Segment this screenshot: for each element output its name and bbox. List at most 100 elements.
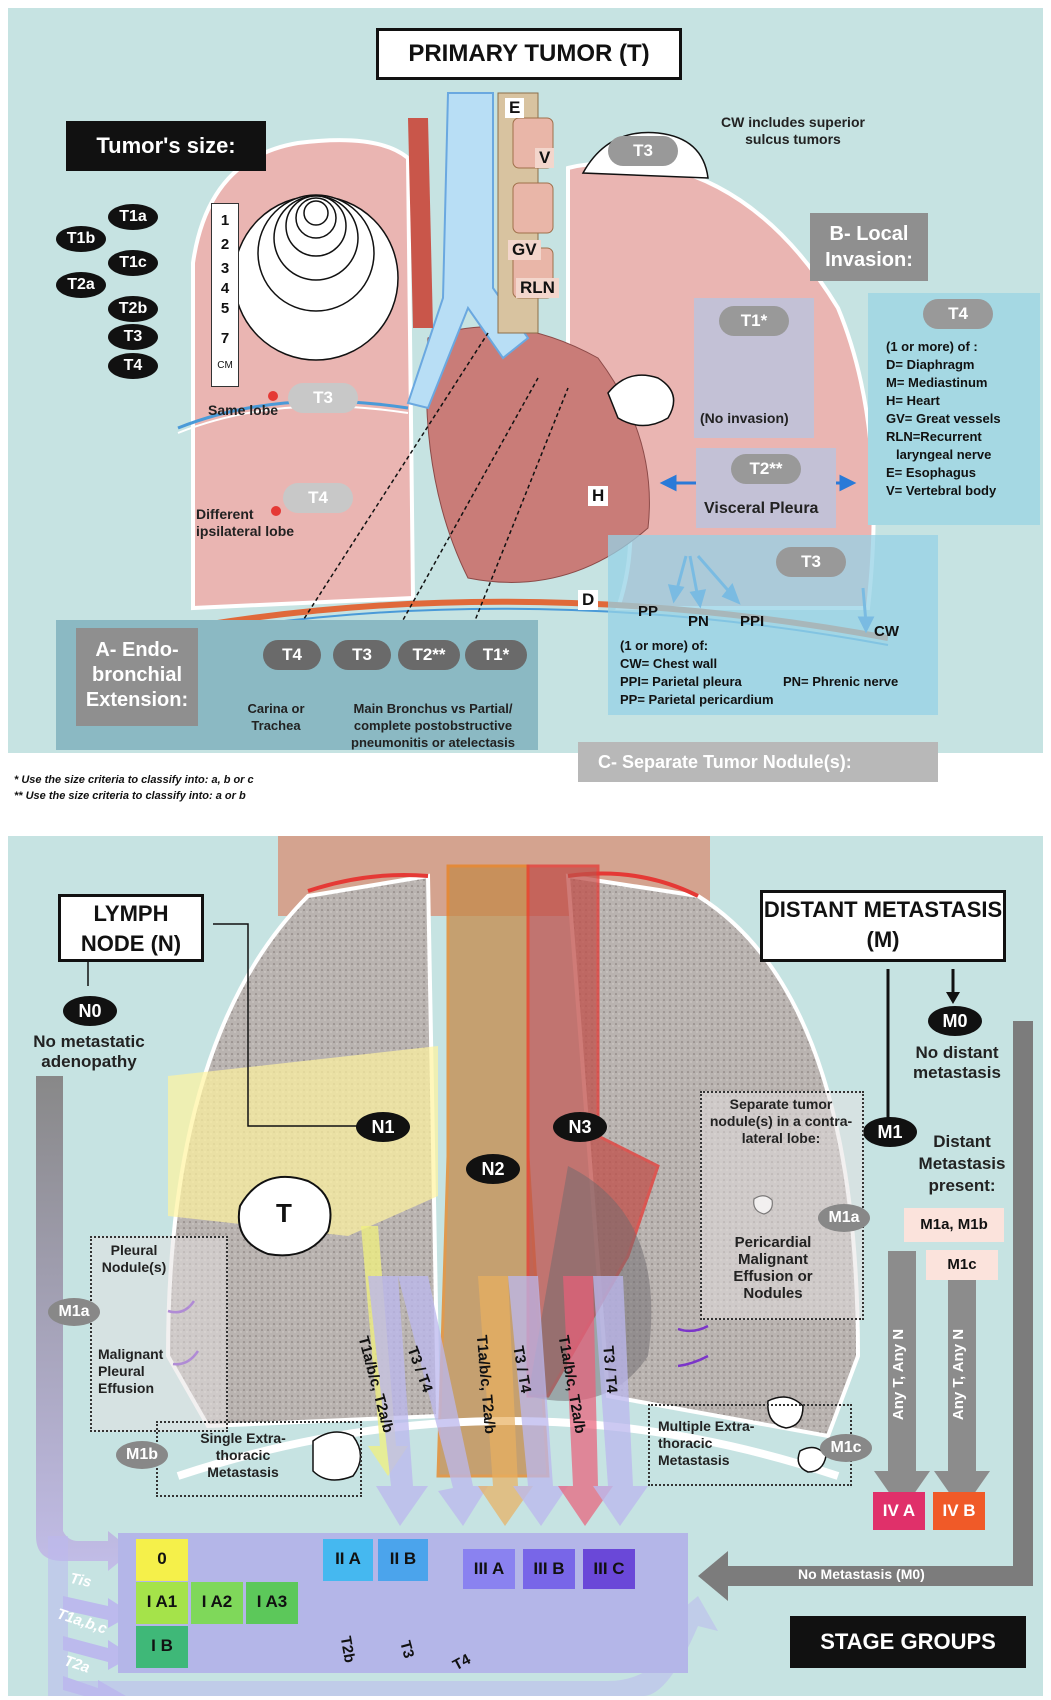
size-ruler: 1 2 3 4 5 7 CM	[211, 203, 239, 387]
endo-t4: T4	[263, 640, 321, 670]
local-invasion-item: (1 or more) of :	[886, 339, 978, 354]
cw-note: CW includes superior sulcus tumors	[708, 114, 878, 148]
m1a-left-badge: M1a	[48, 1298, 100, 1326]
local-invasion-t4: T4	[923, 299, 993, 329]
n1-badge: N1	[356, 1112, 410, 1142]
m1ab-box: M1a, M1b	[904, 1208, 1004, 1242]
rln-label: RLN	[516, 278, 559, 298]
pleura-item: CW= Chest wall	[620, 656, 717, 671]
separate-nodule-box: C- Separate Tumor Nodule(s):	[578, 742, 938, 782]
size-stage-t1b: T1b	[56, 226, 106, 252]
great-vessels-label: GV	[508, 240, 541, 260]
local-invasion-item: GV= Great vessels	[886, 411, 1001, 426]
pleural-nodules-label: Pleural Nodule(s)	[98, 1242, 170, 1276]
size-stage-t1c: T1c	[108, 250, 158, 276]
n2-badge: N2	[466, 1154, 520, 1184]
footnote-1: * Use the size criteria to classify into…	[14, 774, 254, 786]
pleura-item: PPI= Parietal pleura	[620, 674, 742, 689]
local-invasion-item: M= Mediastinum	[886, 375, 988, 390]
t1-no-invasion-box: T1* (No invasion)	[694, 298, 814, 438]
lymph-node-title: LYMPH NODE (N)	[58, 894, 204, 962]
stage-0: 0	[136, 1539, 188, 1581]
no-invasion-label: (No invasion)	[700, 410, 789, 427]
size-stage-t2b: T2b	[108, 296, 158, 322]
carina-label: Carina or Trachea	[240, 700, 312, 734]
stage-iiia: III A	[463, 1549, 515, 1589]
esophagus-label: E	[505, 98, 524, 118]
stage-ib: I B	[136, 1626, 188, 1668]
same-lobe-t3: T3	[288, 383, 358, 413]
stage-ia2: I A2	[191, 1582, 243, 1624]
n3-badge: N3	[553, 1112, 607, 1142]
footnote-2: ** Use the size criteria to classify int…	[14, 790, 246, 802]
primary-tumor-panel: PRIMARY TUMOR (T) E V GV RLN H D Tumor's…	[8, 8, 1043, 753]
m1b-badge: M1b	[116, 1441, 168, 1469]
stage-iiib: III B	[523, 1549, 575, 1589]
pn-label: PN	[688, 613, 709, 630]
pleura-t3: T3	[776, 547, 846, 577]
ruler-mark-1: 1	[212, 212, 238, 229]
stage-iva: IV A	[873, 1492, 925, 1530]
apex-t3: T3	[608, 136, 678, 166]
endo-t2: T2**	[398, 640, 460, 670]
lymph-metastasis-panel: LYMPH NODE (N) DISTANT METASTASIS (M) N0…	[8, 836, 1043, 1696]
n0-badge: N0	[63, 996, 117, 1026]
local-invasion-item: D= Diaphragm	[886, 357, 975, 372]
single-extrathoracic-label: Single Extra-thoracic Metastasis	[188, 1430, 298, 1481]
stage-ia1: I A1	[136, 1582, 188, 1624]
heart-label: H	[588, 486, 608, 506]
stage-ivb: IV B	[933, 1492, 985, 1530]
endo-t3: T3	[333, 640, 391, 670]
ruler-mark-4: 4	[212, 280, 238, 297]
local-invasion-item: RLN=Recurrent	[886, 429, 982, 444]
any-tn-label-2: Any T, Any N	[950, 1329, 967, 1420]
tumor-t-label: T	[276, 1198, 292, 1229]
m0-description: No distant metastasis	[893, 1043, 1021, 1083]
multiple-extrathoracic-label: Multiple Extra-thoracic Metastasis	[658, 1418, 763, 1469]
size-stage-t3: T3	[108, 324, 158, 350]
contralateral-nodule-label: Separate tumor nodule(s) in a contra-lat…	[706, 1096, 856, 1147]
stage-ia3: I A3	[246, 1582, 298, 1624]
m1c-box: M1c	[926, 1250, 998, 1280]
endobronchial-title: A- Endo-bronchial Extension:	[76, 628, 198, 726]
pleura-item: PP= Parietal pericardium	[620, 692, 774, 707]
pp-label: PP	[638, 603, 658, 620]
size-stage-t1a: T1a	[108, 204, 158, 230]
ruler-mark-7: 7	[212, 330, 238, 347]
any-tn-label-1: Any T, Any N	[890, 1329, 907, 1420]
main-bronchus-label: Main Bronchus vs Partial/ complete posto…	[338, 700, 528, 751]
pericardial-label: Pericardial Malignant Effusion or Nodule…	[713, 1234, 833, 1302]
ruler-mark-3: 3	[212, 260, 238, 277]
size-stage-t2a: T2a	[56, 272, 106, 298]
local-invasion-box: T4 (1 or more) of : D= Diaphragm M= Medi…	[868, 293, 1040, 525]
vertebra-label: V	[535, 148, 554, 168]
ppi-label: PPI	[740, 613, 764, 630]
stage-iiic: III C	[583, 1549, 635, 1589]
diff-lobe-label: Different ipsilateral lobe	[196, 506, 306, 540]
local-invasion-item: laryngeal nerve	[896, 447, 991, 462]
malignant-pleural-label: Malignant Pleural Effusion	[98, 1346, 174, 1397]
m0-badge: M0	[928, 1006, 982, 1036]
t1-star-tag: T1*	[719, 306, 789, 336]
ruler-unit: CM	[212, 360, 238, 371]
t2-visceral-box: T2** Visceral Pleura	[696, 448, 836, 528]
diaphragm-label: D	[578, 590, 598, 610]
m1-description: Distant Metastasis present:	[898, 1131, 1026, 1197]
distant-metastasis-title: DISTANT METASTASIS (M)	[760, 890, 1006, 962]
stage-iib: II B	[378, 1539, 428, 1581]
local-invasion-title: B- Local Invasion:	[810, 213, 928, 281]
cw-label: CW	[874, 623, 899, 640]
size-stage-t4: T4	[108, 353, 158, 379]
ruler-mark-2: 2	[212, 236, 238, 253]
visceral-pleura-label: Visceral Pleura	[704, 500, 818, 517]
stage-iia: II A	[323, 1539, 373, 1581]
same-lobe-label: Same lobe	[208, 402, 278, 419]
local-invasion-item: H= Heart	[886, 393, 940, 408]
pn-definition: PN= Phrenic nerve	[783, 674, 898, 689]
ruler-mark-5: 5	[212, 300, 238, 317]
pleura-item: (1 or more) of:	[620, 638, 708, 653]
primary-tumor-title: PRIMARY TUMOR (T)	[376, 28, 682, 80]
endo-t1: T1*	[465, 640, 527, 670]
no-metastasis-label: No Metastasis (M0)	[798, 1566, 925, 1582]
stage-groups-label: STAGE GROUPS	[790, 1616, 1026, 1668]
